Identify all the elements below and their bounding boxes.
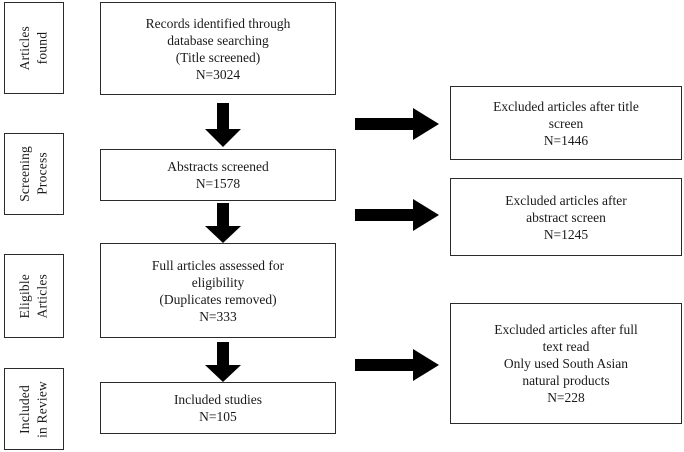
stage-label-included-in-review: Included in Review — [4, 368, 64, 450]
excluded-box-title-screen: Excluded articles after title screen N=1… — [450, 86, 682, 160]
stage-label-text: Articles found — [17, 25, 50, 71]
arrow-right-icon-to-excluded-title — [355, 108, 439, 140]
flow-box-records-identified: Records identified through database sear… — [100, 2, 336, 95]
stage-label-screening-process: Screening Process — [4, 133, 64, 215]
excluded-box-abstract-screen: Excluded articles after abstract screen … — [450, 178, 682, 256]
arrow-down-icon-fulltext-to-included — [205, 342, 241, 382]
arrow-right-icon-to-excluded-fulltext — [355, 349, 439, 381]
arrow-down-icon-abstracts-to-fulltext — [205, 203, 241, 243]
stage-label-eligible-articles: Eligible Articles — [4, 254, 64, 338]
arrow-right-icon-to-excluded-abstract — [355, 199, 439, 231]
flow-box-full-articles-assessed: Full articles assessed for eligibility (… — [100, 243, 336, 338]
stage-label-text: Screening Process — [17, 146, 50, 202]
flow-box-abstracts-screened: Abstracts screened N=1578 — [100, 149, 336, 201]
stage-label-text: Eligible Articles — [17, 273, 50, 319]
stage-label-text: Included in Review — [17, 380, 50, 438]
arrow-down-icon-records-to-abstracts — [205, 103, 241, 147]
flow-box-included-studies: Included studies N=105 — [100, 382, 336, 434]
stage-label-articles-found: Articles found — [4, 2, 64, 94]
excluded-box-full-text-read: Excluded articles after full text read O… — [450, 303, 682, 424]
